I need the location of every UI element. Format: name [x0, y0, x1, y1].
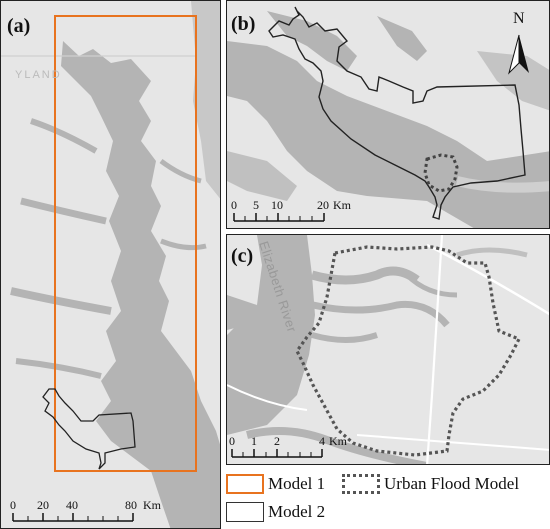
- scale-c-tick-1: 1: [251, 434, 257, 448]
- scale-b-unit: Km: [333, 198, 352, 212]
- panel-c-map: 0 1 2 4 Km Elizabeth River (c): [226, 234, 550, 465]
- scale-c-tick-0: 0: [229, 434, 235, 448]
- north-arrow-icon: [508, 34, 529, 75]
- panel-c-label: (c): [231, 245, 254, 267]
- elizabeth-river-water: [227, 235, 315, 435]
- chesapeake-bay-water: [61, 41, 220, 528]
- model-2-boundary: [268, 6, 526, 220]
- place-label-maryland: YLAND: [15, 69, 62, 81]
- legend-model-2-label: Model 2: [268, 502, 326, 521]
- panel-c-scale-bar: 0 1 2 4 Km: [229, 434, 348, 458]
- scale-b-tick-5: 5: [253, 198, 259, 212]
- scale-c-tick-4: 4: [319, 434, 325, 448]
- scale-c-unit: Km: [329, 434, 348, 448]
- urban-flood-boundary-small: [423, 153, 459, 193]
- legend-model-2-swatch: [226, 502, 264, 522]
- legend-model-1-label: Model 1: [268, 474, 326, 493]
- north-label: N: [513, 10, 525, 27]
- panel-c-basemap: 0 1 2 4 Km Elizabeth River: [227, 235, 549, 464]
- panel-b-scale-bar: 0 5 10 20 Km: [231, 198, 352, 222]
- urban-flood-model-boundary: [295, 245, 522, 457]
- scale-a-tick-40: 40: [66, 498, 78, 512]
- scale-a-tick-20: 20: [37, 498, 49, 512]
- legend-urban-swatch: [342, 474, 380, 494]
- scale-c-tick-2: 2: [274, 434, 280, 448]
- legend: Model 1 Urban Flood Model Model 2: [224, 470, 550, 529]
- model-2-boundary-small: [42, 388, 136, 470]
- scale-b-tick-20: 20: [317, 198, 329, 212]
- scale-b-tick-0: 0: [231, 198, 237, 212]
- delaware-bay-water: [191, 1, 220, 199]
- legend-urban-label: Urban Flood Model: [384, 474, 520, 493]
- legend-model-1-swatch: [226, 474, 264, 494]
- scale-b-tick-10: 10: [271, 198, 283, 212]
- panel-a-basemap: 0 20 40 80 Km: [1, 1, 220, 528]
- panel-a-map: 0 20 40 80 Km (a) YLAND: [0, 0, 221, 529]
- scale-a-tick-80: 80: [125, 498, 137, 512]
- panel-a-scale-bar: 0 20 40 80 Km: [10, 498, 162, 522]
- panel-b-basemap: N 0 5 10 20 Km: [227, 1, 549, 228]
- scale-a-tick-0: 0: [10, 498, 16, 512]
- model-1-boundary: [54, 15, 197, 472]
- scale-a-unit: Km: [143, 498, 162, 512]
- panel-a-label: (a): [7, 15, 31, 37]
- panel-b-map: N 0 5 10 20 Km (b): [226, 0, 550, 229]
- panel-b-label: (b): [231, 13, 256, 35]
